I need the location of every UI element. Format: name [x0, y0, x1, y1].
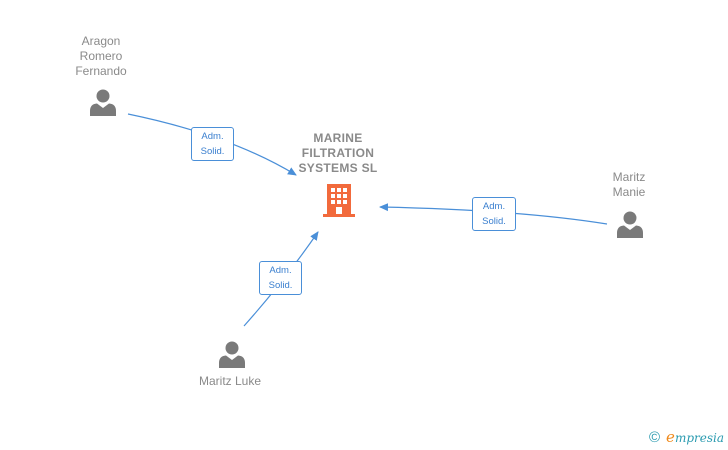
relation-label-aragon[interactable]: Adm. Solid.	[191, 127, 234, 161]
relation-label-line: Adm.	[269, 265, 292, 276]
brand-logo-initial: e	[666, 428, 675, 446]
person-name-line: Maritz Luke	[198, 374, 262, 388]
copyright-icon: ©	[648, 428, 661, 446]
relation-label-line: Adm.	[201, 131, 224, 142]
person-name-luke[interactable]: Maritz Luke	[180, 374, 280, 389]
person-icon[interactable]	[218, 340, 246, 368]
person-name-line: Fernando	[75, 64, 127, 78]
relation-label-line: Adm.	[482, 201, 506, 212]
person-icon[interactable]	[616, 210, 644, 238]
person-name-line: Aragon	[81, 34, 121, 48]
building-icon[interactable]	[323, 182, 355, 218]
company-name-line: FILTRATION	[301, 146, 375, 160]
person-name-manie[interactable]: Maritz Manie	[589, 170, 669, 200]
relation-label-manie[interactable]: Adm. Solid.	[472, 197, 516, 231]
person-name-line: Maritz	[612, 170, 646, 184]
person-name-aragon[interactable]: Aragon Romero Fernando	[56, 34, 146, 79]
brand-logo-rest: mpresia	[674, 431, 724, 445]
relation-label-line: Solid.	[482, 216, 506, 227]
person-name-line: Manie	[612, 185, 646, 199]
company-name-line: SYSTEMS SL	[298, 161, 378, 175]
relation-label-line: Solid.	[200, 146, 225, 157]
person-icon[interactable]	[89, 88, 117, 116]
company-name-line: MARINE	[313, 131, 363, 145]
relation-label-line: Solid.	[268, 280, 293, 291]
relation-label-luke[interactable]: Adm. Solid.	[259, 261, 302, 295]
footer-brand: © empresia	[649, 428, 724, 446]
company-name[interactable]: MARINE FILTRATION SYSTEMS SL	[283, 131, 393, 176]
brand-logo[interactable]: empresia	[666, 428, 724, 446]
person-name-line: Romero	[79, 49, 123, 63]
